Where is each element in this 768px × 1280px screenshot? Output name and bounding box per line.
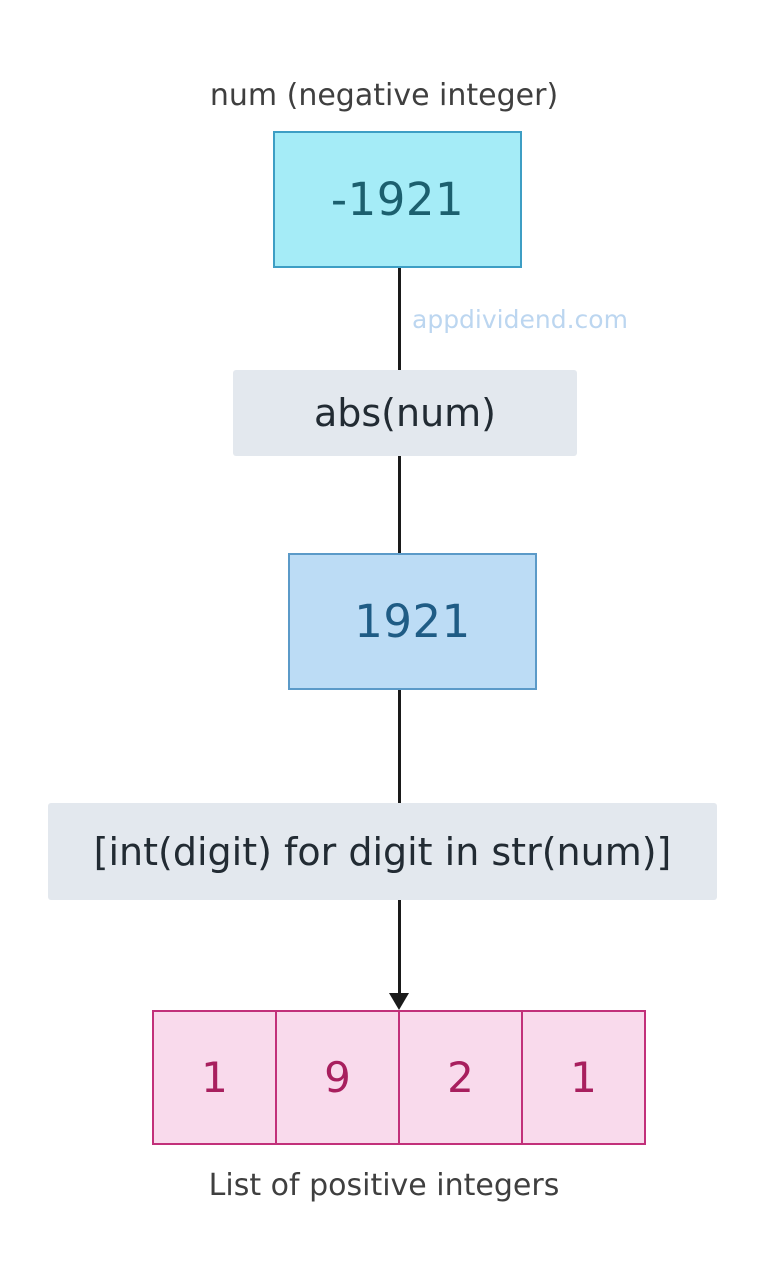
- digit-cell: 2: [398, 1010, 523, 1145]
- digit-value: 1: [570, 1052, 597, 1102]
- digit-value: 9: [324, 1052, 351, 1102]
- abs-value-node: 1921: [288, 553, 537, 690]
- digit-cell: 1: [521, 1010, 646, 1145]
- digit-value: 2: [447, 1052, 474, 1102]
- watermark-appdividend: appdividend.com: [412, 305, 628, 334]
- abs-value-text: 1921: [354, 595, 471, 648]
- digit-cell: 1: [152, 1010, 277, 1145]
- connector-abs-to-value: [398, 456, 401, 553]
- bottom-caption: List of positive integers: [208, 1168, 560, 1203]
- connector-value-to-listcomp: [398, 690, 401, 803]
- operation-abs-label: abs(num): [233, 370, 577, 456]
- input-value-text: -1921: [330, 173, 465, 226]
- digit-list: 1 9 2 1: [152, 1010, 646, 1145]
- connector-input-to-abs: [398, 268, 401, 370]
- operation-abs-text: abs(num): [313, 391, 497, 435]
- digit-value: 1: [201, 1052, 228, 1102]
- input-value-node: -1921: [273, 131, 522, 268]
- digit-cell: 9: [275, 1010, 400, 1145]
- page-title: num (negative integer): [209, 78, 559, 113]
- operation-listcomp-text: [int(digit) for digit in str(num)]: [93, 829, 672, 874]
- connector-listcomp-to-digits: [398, 900, 401, 995]
- arrow-head-icon: [389, 993, 409, 1010]
- operation-listcomp-label: [int(digit) for digit in str(num)]: [48, 803, 717, 900]
